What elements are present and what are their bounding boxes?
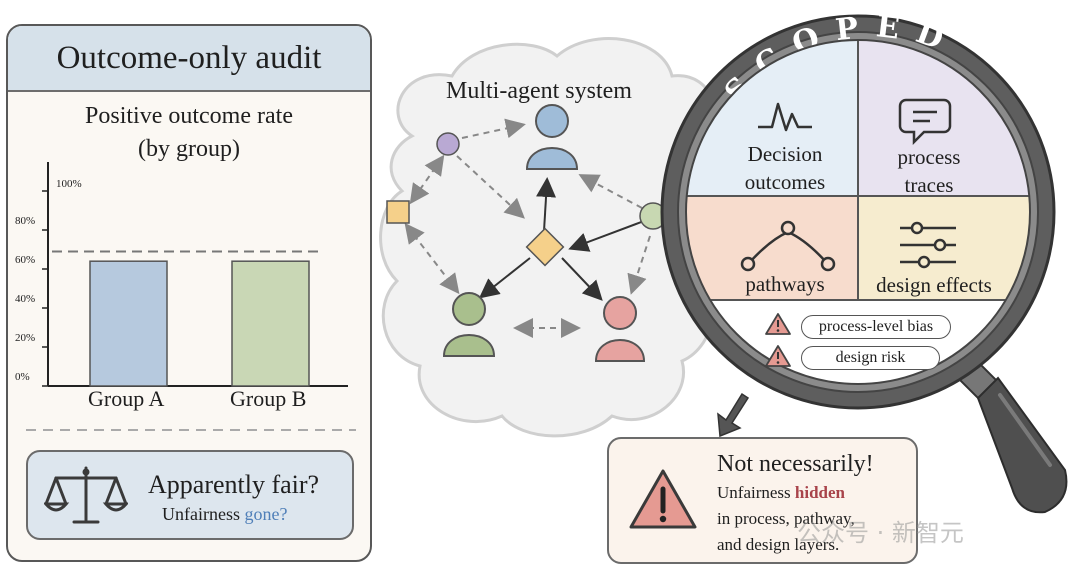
- fairness-box: Apparently fair? Unfairness gone?: [26, 450, 354, 540]
- result-title: Not necessarily!: [717, 451, 874, 477]
- quadrant-process-label: process traces: [864, 143, 994, 199]
- category-label-a: Group A: [88, 386, 165, 411]
- agent-red-icon: [594, 296, 646, 362]
- fairness-question: Apparently fair?: [148, 470, 320, 499]
- y-tick-label: 0%: [15, 371, 30, 383]
- result-line3: and design layers.: [717, 535, 840, 554]
- decision-line2: outcomes: [744, 170, 826, 194]
- warning-icon-2: [765, 345, 791, 367]
- fairness-subtitle: Unfairness gone?: [162, 504, 287, 525]
- quadrant-pathways-label: pathways: [745, 272, 825, 296]
- link-purple-square: [409, 154, 445, 205]
- pulse-icon: [758, 102, 812, 132]
- branch-icon: [740, 220, 836, 272]
- result-box: Not necessarily! Unfairness hidden in pr…: [607, 437, 918, 564]
- panel-title: Outcome-only audit: [56, 39, 322, 76]
- link-diamond-blue: [536, 177, 557, 232]
- decision-line1: Decision: [747, 142, 823, 166]
- watermark: 公众号 · 新智元: [797, 519, 964, 547]
- fairness-sub-highlight: gone?: [244, 504, 288, 524]
- y-ticks: 0% 20% 40% 60% 80% 100%: [15, 178, 82, 387]
- link-diamond-green: [478, 257, 531, 299]
- outcome-audit-panel: Outcome-only audit Positive outcome rate…: [6, 24, 372, 562]
- link-purple-diamond: [456, 155, 525, 219]
- y-tick-label: 20%: [15, 332, 35, 344]
- link-right-diamond: [568, 220, 645, 252]
- quadrant-pathways: [686, 196, 858, 300]
- chart-title-line1: Positive outcome rate: [85, 103, 293, 129]
- result-line1: Unfairness hidden: [717, 483, 845, 503]
- yellow-square-node: [386, 200, 410, 224]
- result-hidden-word: hidden: [794, 483, 845, 502]
- y-tick-label: 60%: [15, 254, 35, 266]
- agent-green-icon: [442, 292, 496, 357]
- result-line1-prefix: Unfairness: [717, 483, 795, 502]
- link-right-red: [627, 235, 651, 295]
- purple-node: [436, 132, 460, 156]
- link-diamond-red: [561, 257, 603, 301]
- fairness-sub-prefix: Unfairness: [162, 504, 245, 524]
- multi-agent-title: Multi-agent system: [446, 78, 632, 104]
- y-tick-label: 80%: [15, 215, 35, 227]
- bar-group-a: [89, 260, 168, 387]
- warning-large-icon: [629, 469, 697, 529]
- bar-group-b: [231, 260, 310, 387]
- quadrant-decision-label: Decision outcomes: [718, 140, 852, 196]
- category-label-b: Group B: [230, 386, 307, 411]
- panel-header: Outcome-only audit: [8, 26, 370, 92]
- agent-blue-icon: [525, 104, 579, 170]
- yellow-diamond-node: [525, 227, 565, 267]
- balance-scale-icon: [44, 466, 128, 524]
- sliders-icon: [900, 221, 956, 269]
- risk-pill-design-risk: design risk: [801, 346, 940, 370]
- chart-title: Positive outcome rate (by group): [8, 100, 370, 166]
- chart-title-line2: (by group): [138, 136, 240, 162]
- quadrant-design-label: design effects: [876, 273, 992, 297]
- link-square-green: [404, 222, 460, 295]
- multi-agent-network: [379, 37, 721, 438]
- y-tick-label: 100%: [56, 178, 82, 190]
- magnifier-handle: [956, 358, 1068, 514]
- bar-chart: 0% 20% 40% 60% 80% 100%: [15, 162, 356, 431]
- warning-icon-1: [765, 313, 791, 335]
- lens-content: [686, 40, 1030, 384]
- scoped-magnifier: SCOPED: [660, 9, 1068, 514]
- link-right-blue: [578, 174, 643, 209]
- risk-pill-process-bias: process-level bias: [801, 315, 951, 339]
- pointer-arrow-icon: [717, 392, 750, 438]
- process-line2: traces: [904, 173, 954, 197]
- chat-bubble-icon: [898, 98, 952, 146]
- y-tick-label: 40%: [15, 293, 35, 305]
- process-line1: process: [897, 145, 961, 169]
- result-line2: in process, pathway,: [717, 509, 855, 528]
